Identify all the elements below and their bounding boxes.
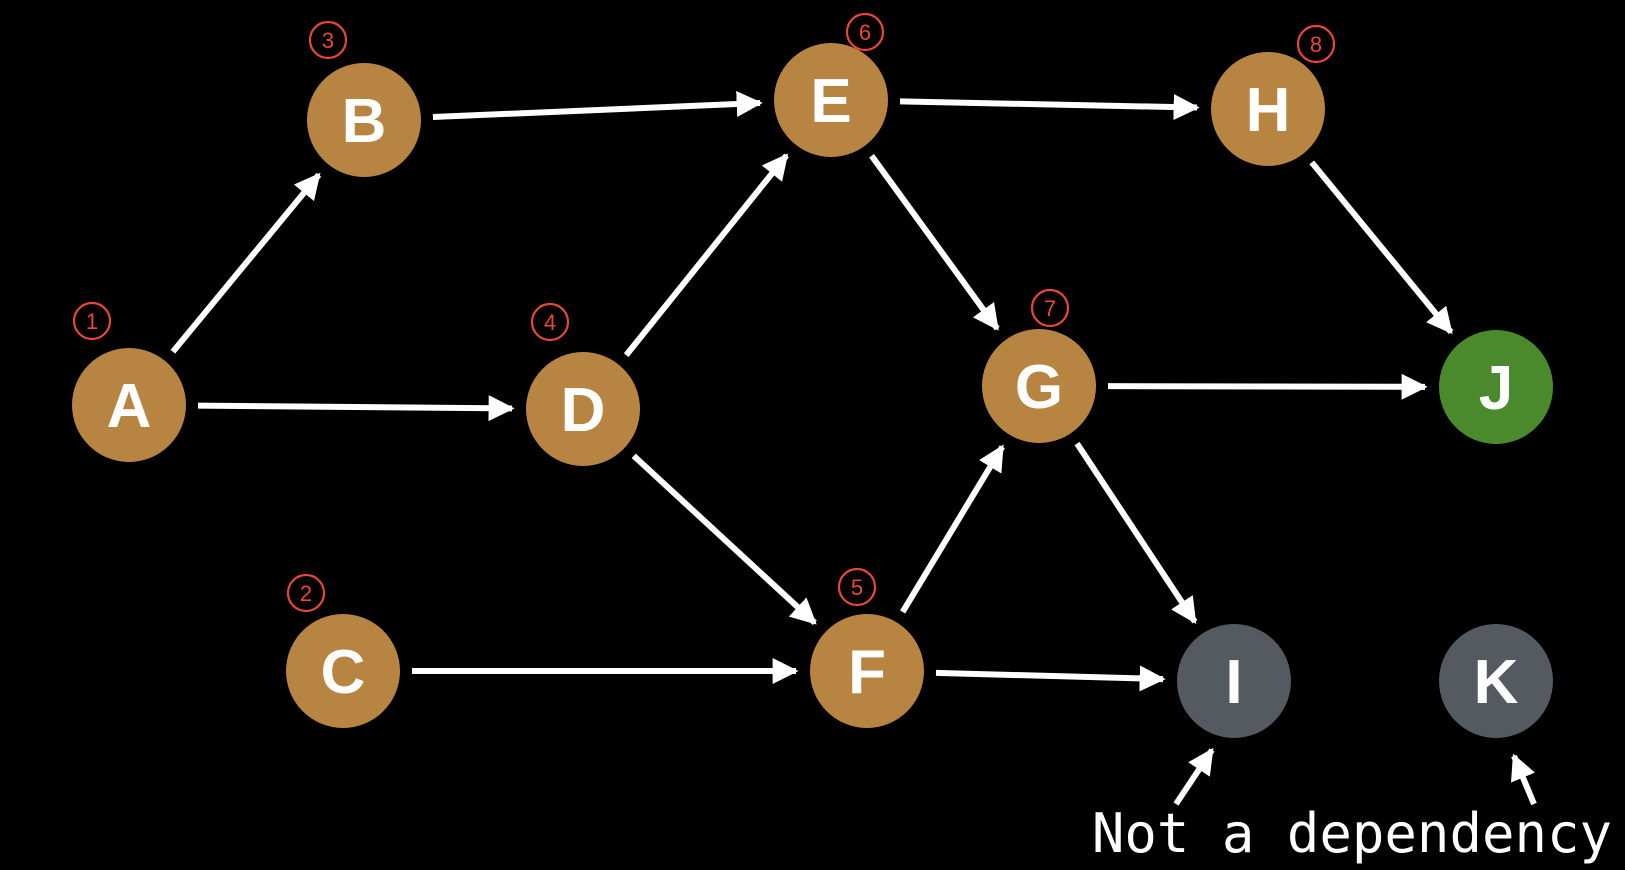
node-g: G7 bbox=[982, 288, 1096, 443]
node-h: H8 bbox=[1211, 24, 1336, 166]
edge-f-to-i bbox=[935, 665, 1166, 692]
node-label-e: E bbox=[810, 67, 851, 136]
edge-b-to-e bbox=[432, 91, 763, 121]
node-label-j: J bbox=[1479, 354, 1513, 423]
edge-e-to-h bbox=[899, 94, 1200, 121]
annotation-arrow-to-k bbox=[1511, 753, 1537, 806]
node-label-h: H bbox=[1246, 76, 1291, 145]
node-circle-h bbox=[1211, 52, 1325, 166]
node-label-b: B bbox=[342, 87, 387, 156]
node-e: E6 bbox=[774, 12, 888, 157]
order-mark-d: 4 bbox=[544, 310, 556, 335]
node-c: C2 bbox=[286, 573, 400, 728]
node-circle-d bbox=[526, 352, 640, 466]
node-circle-c bbox=[286, 614, 400, 728]
node-a: A1 bbox=[72, 301, 186, 462]
order-mark-circle-b bbox=[308, 20, 348, 60]
order-mark-h: 8 bbox=[1310, 32, 1322, 57]
order-mark-c: 2 bbox=[300, 581, 312, 606]
order-mark-circle-e bbox=[845, 12, 885, 52]
node-f: F5 bbox=[810, 567, 924, 728]
edge-d-to-f bbox=[631, 453, 817, 626]
annotation-layer: Not a dependency bbox=[1092, 747, 1612, 865]
edge-g-to-j bbox=[1107, 373, 1428, 400]
order-mark-a: 1 bbox=[86, 309, 98, 334]
not-a-dependency-caption: Not a dependency bbox=[1092, 802, 1612, 865]
node-circle-e bbox=[774, 43, 888, 157]
node-circle-g bbox=[982, 329, 1096, 443]
order-mark-e: 6 bbox=[859, 20, 871, 45]
edge-f-to-g bbox=[900, 444, 1005, 614]
order-mark-b: 3 bbox=[322, 28, 334, 53]
node-circle-k bbox=[1439, 624, 1553, 738]
node-circle-f bbox=[810, 614, 924, 728]
edge-h-to-j bbox=[1309, 160, 1454, 335]
edge-a-to-d bbox=[197, 395, 515, 422]
node-label-f: F bbox=[848, 638, 886, 707]
node-d: D4 bbox=[526, 302, 640, 466]
order-mark-g: 7 bbox=[1044, 296, 1056, 321]
edges-layer bbox=[170, 91, 1454, 692]
node-label-a: A bbox=[107, 372, 152, 441]
node-circle-j bbox=[1439, 330, 1553, 444]
order-mark-f: 5 bbox=[851, 575, 863, 600]
node-i: I bbox=[1177, 624, 1291, 738]
order-mark-circle-c bbox=[286, 573, 326, 613]
node-label-i: I bbox=[1225, 648, 1242, 717]
edge-g-to-i bbox=[1074, 441, 1198, 624]
node-circle-a bbox=[72, 348, 186, 462]
order-mark-circle-g bbox=[1030, 288, 1070, 328]
node-k: K bbox=[1439, 624, 1553, 738]
node-label-g: G bbox=[1015, 353, 1063, 422]
order-mark-circle-d bbox=[530, 302, 570, 342]
node-circle-i bbox=[1177, 624, 1291, 738]
edge-e-to-g bbox=[869, 154, 1000, 331]
node-label-c: C bbox=[321, 638, 366, 707]
edge-a-to-b bbox=[170, 172, 322, 354]
edge-d-to-e bbox=[623, 153, 789, 358]
order-mark-circle-h bbox=[1296, 24, 1336, 64]
annotation-arrow-to-i bbox=[1173, 747, 1215, 806]
order-mark-circle-a bbox=[72, 301, 112, 341]
node-b: B3 bbox=[307, 20, 421, 177]
node-label-d: D bbox=[561, 376, 606, 445]
order-mark-circle-f bbox=[837, 567, 877, 607]
node-label-k: K bbox=[1474, 648, 1519, 717]
node-circle-b bbox=[307, 63, 421, 177]
node-j: J bbox=[1439, 330, 1553, 444]
